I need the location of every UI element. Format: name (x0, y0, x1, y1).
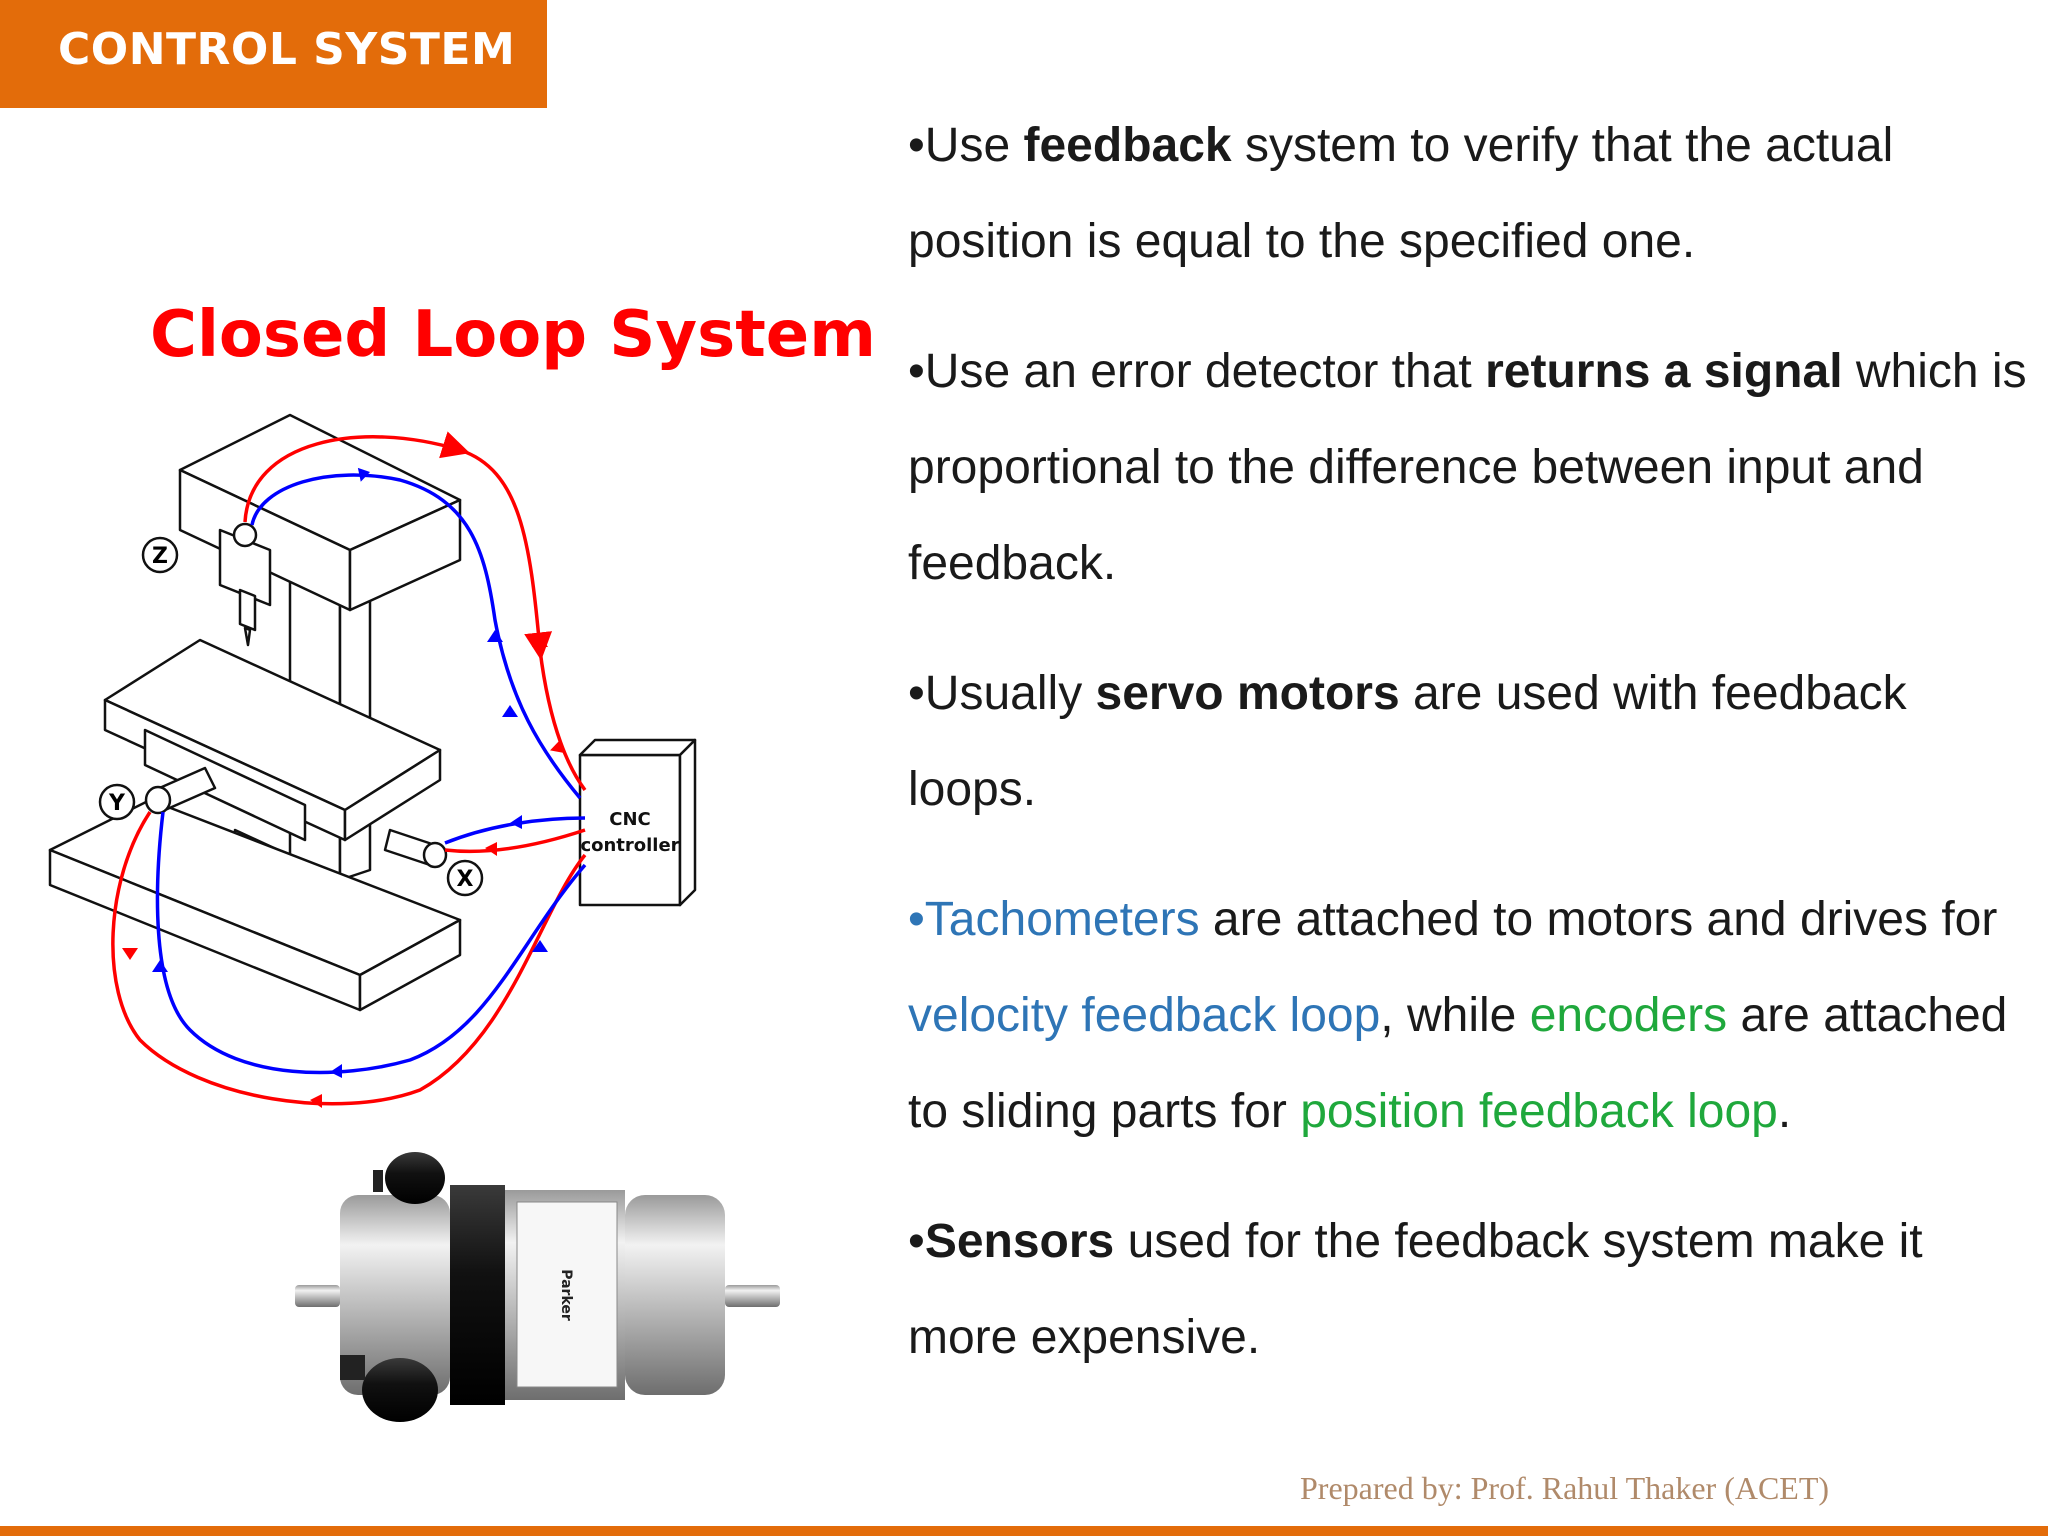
header-tag: CONTROL SYSTEM (0, 0, 547, 108)
bullet-sensors: •Sensors used for the feedback system ma… (908, 1215, 1923, 1364)
axis-markers: Z Y X (98, 536, 484, 897)
cnc-closed-loop-diagram: Z Y X CNC controller (48, 413, 697, 1108)
axis-label-z: Z (152, 544, 168, 569)
svg-text:controller: controller (580, 835, 679, 856)
axis-label-y: Y (108, 791, 126, 816)
bullet-list: •Use feedback system to verify that the … (908, 98, 2028, 1386)
signal-loops (111, 431, 587, 1106)
bullet-feedback: •Use feedback system to verify that the … (908, 119, 1894, 268)
z-feedback-line (250, 473, 582, 800)
milling-machine-drawing (48, 413, 697, 1012)
bullet-error-detector: •Use an error detector that returns a si… (908, 345, 2027, 590)
loop-arrows (122, 436, 566, 1108)
servo-motor-photo: Parker (295, 1152, 780, 1422)
footer-credit: Prepared by: Prof. Rahul Thaker (ACET) (1300, 1470, 1830, 1506)
controller-label: CNC controller (580, 809, 679, 856)
slide-title: CONTROL SYSTEM (58, 24, 516, 75)
y-feed-line (111, 811, 587, 1106)
bullet-tachometers: •Tachometers are attached to motors and … (908, 893, 2008, 1138)
axis-label-x: X (457, 867, 474, 892)
y-feedback-line (155, 811, 587, 1075)
bullet-servo-motors: •Usually servo motors are used with feed… (908, 667, 1907, 816)
motor-label-text: Parker (558, 1269, 574, 1321)
diagram-title: Closed Loop System (150, 298, 876, 372)
x-feed-line (444, 828, 586, 854)
svg-text:CNC: CNC (609, 809, 650, 830)
z-feed-line (243, 431, 587, 792)
footer-bar (0, 1526, 2048, 1536)
